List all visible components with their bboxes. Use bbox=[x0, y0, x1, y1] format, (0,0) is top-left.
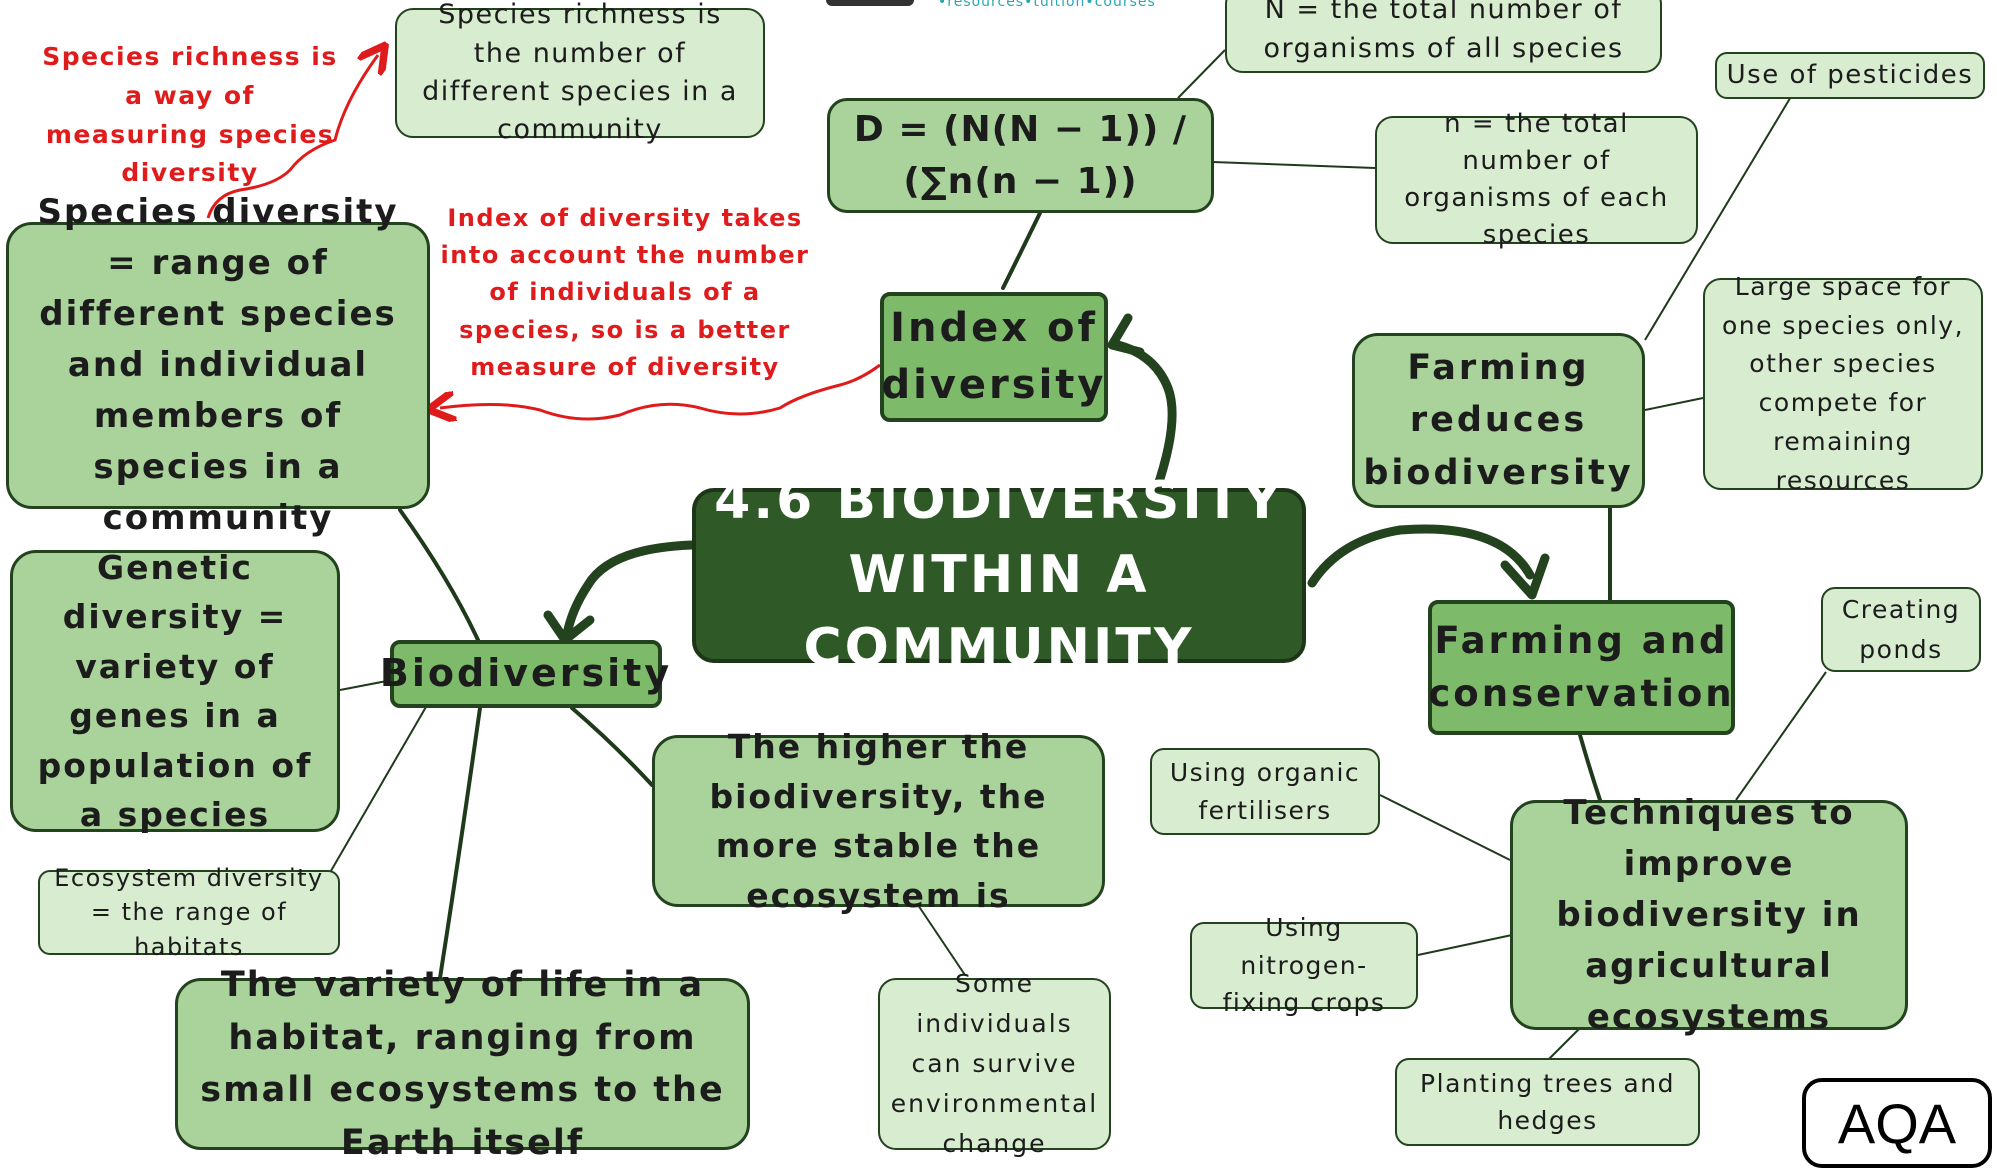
link-formula-smalln bbox=[1212, 161, 1376, 169]
arrow-head-index bbox=[1107, 313, 1145, 357]
link-techniques-trees bbox=[1544, 1027, 1581, 1064]
nitrogen-fixing-node[interactable]: Using nitrogen-fixing crops bbox=[1190, 913, 1418, 1017]
arrow-to-farming bbox=[1307, 524, 1535, 588]
organic-fertilisers-node[interactable]: Using organic fertilisers bbox=[1150, 748, 1380, 835]
arrow-to-biodiversity bbox=[561, 540, 697, 645]
link-bio-definition bbox=[438, 706, 482, 980]
big-n-definition[interactable]: N = the total number of organisms of all… bbox=[1225, 0, 1662, 73]
farming-reduces-node[interactable]: Farming reduces biodiversity bbox=[1352, 333, 1645, 508]
exam-board-badge: AQA bbox=[1802, 1078, 1992, 1168]
species-diversity-node[interactable]: Species diversity = range of different s… bbox=[6, 192, 430, 538]
creating-ponds-node[interactable]: Creating ponds bbox=[1821, 587, 1981, 672]
small-n-definition[interactable]: n = the total number of organisms of eac… bbox=[1375, 109, 1698, 250]
link-bio-ecosystem bbox=[327, 699, 431, 877]
large-space-node[interactable]: Large space for one species only, other … bbox=[1703, 272, 1983, 495]
link-techniques-nitrogen bbox=[1417, 934, 1513, 956]
species-richness-node[interactable]: Species richness is the number of differ… bbox=[395, 0, 765, 145]
link-species-biodiversity bbox=[398, 508, 480, 642]
formula-node[interactable]: D = (N(N − 1)) / (∑n(n − 1)) bbox=[827, 98, 1214, 213]
logo-block bbox=[826, 0, 914, 6]
link-reduces-pesticides bbox=[1644, 89, 1796, 341]
index-of-diversity-node[interactable]: Index of diversity bbox=[880, 292, 1108, 422]
arrow-head-farming bbox=[1500, 553, 1550, 600]
central-topic[interactable]: 4.6 BIODIVERSITY WITHIN A COMMUNITY bbox=[692, 471, 1306, 678]
link-reduces-space bbox=[1644, 397, 1704, 411]
link-index-formula bbox=[1001, 211, 1042, 290]
link-formula-bign bbox=[1177, 49, 1226, 99]
biodiversity-node[interactable]: Biodiversity bbox=[380, 640, 669, 708]
header-brand: •resources•tuition•courses bbox=[938, 0, 1156, 10]
link-techniques-organic bbox=[1379, 794, 1511, 861]
biodiversity-definition-node[interactable]: The variety of life in a habitat, rangin… bbox=[175, 965, 750, 1163]
survival-node[interactable]: Some individuals can survive environment… bbox=[878, 969, 1111, 1158]
techniques-node[interactable]: Techniques to improve biodiversity in ag… bbox=[1510, 793, 1908, 1037]
link-bio-stability bbox=[570, 706, 654, 787]
trees-hedges-node[interactable]: Planting trees and hedges bbox=[1395, 1058, 1700, 1146]
richness-note: Species richness is a way of measuring s… bbox=[42, 42, 338, 188]
link-techniques-ponds bbox=[1735, 671, 1827, 801]
ecosystem-diversity-node[interactable]: Ecosystem diversity = the range of habit… bbox=[38, 864, 340, 961]
pesticides-node[interactable]: Use of pesticides bbox=[1715, 52, 1985, 99]
link-bio-genetic bbox=[339, 679, 393, 691]
red-arrow-richness bbox=[206, 55, 378, 219]
link-farming-techniques bbox=[1578, 733, 1602, 802]
genetic-diversity-node[interactable]: Genetic diversity = variety of genes in … bbox=[10, 548, 340, 834]
link-stability-survival-b bbox=[917, 904, 966, 976]
index-note: Index of diversity takes into account th… bbox=[440, 204, 810, 381]
red-arrow-index bbox=[440, 363, 881, 419]
stability-node[interactable]: The higher the biodiversity, the more st… bbox=[652, 727, 1105, 915]
farming-conservation-node[interactable]: Farming and conservation bbox=[1428, 600, 1735, 735]
